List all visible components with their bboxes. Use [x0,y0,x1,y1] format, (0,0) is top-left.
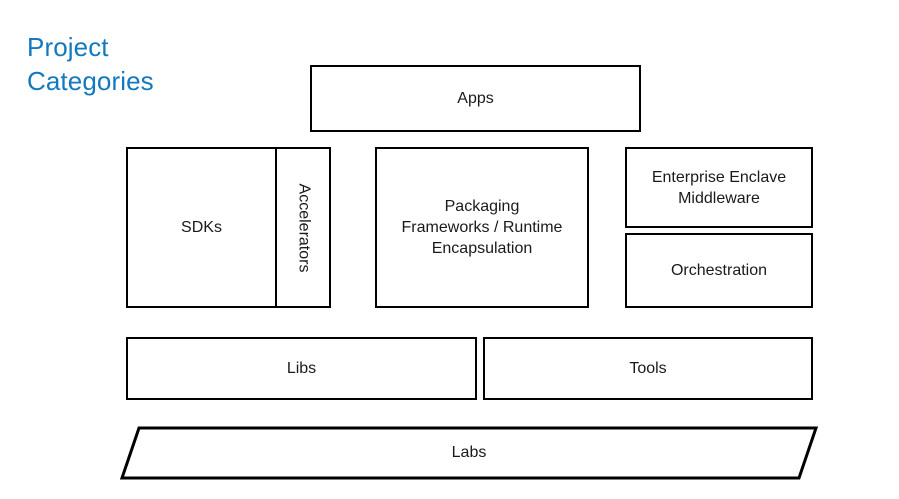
tools-box[interactable]: Tools [483,337,813,400]
enterprise-enclave-middleware-box[interactable]: Enterprise Enclave Middleware [625,147,813,228]
accelerators-label: Accelerators [295,183,313,272]
packaging-frameworks-box[interactable]: Packaging Frameworks / Runtime Encapsula… [375,147,589,308]
libs-box[interactable]: Libs [126,337,477,400]
labs-shape[interactable] [118,424,820,482]
packaging-frameworks-label: Packaging Frameworks / Runtime Encapsula… [401,198,563,257]
sdks-box[interactable]: SDKs [128,149,277,306]
sdks-accelerators-group: SDKs Accelerators [126,147,331,308]
tools-label: Tools [629,360,667,377]
libs-label: Libs [286,360,317,377]
accelerators-box[interactable]: Accelerators [277,149,329,306]
apps-box[interactable]: Apps [310,65,641,132]
enterprise-enclave-middleware-label: Enterprise Enclave Middleware [651,168,787,207]
orchestration-label: Orchestration [670,262,768,279]
labs-parallelogram-icon [119,426,819,480]
sdks-label: SDKs [181,218,222,236]
page-title: Project Categories [27,32,154,96]
apps-label: Apps [457,90,494,107]
orchestration-box[interactable]: Orchestration [625,233,813,308]
